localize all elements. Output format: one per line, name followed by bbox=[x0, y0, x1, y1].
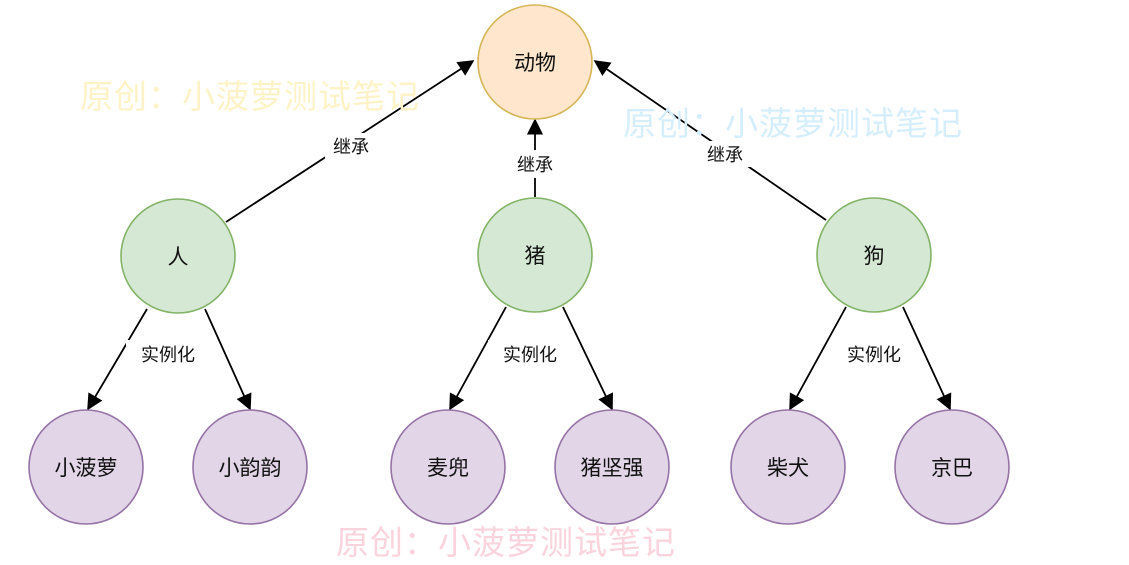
edge-label-inherit-dog: 继承 bbox=[707, 145, 743, 166]
node-xiaoyunyun: 小韵韵 bbox=[192, 409, 308, 525]
node-maidou-label: 麦兜 bbox=[427, 456, 469, 480]
node-animal: 动物 bbox=[477, 4, 593, 120]
node-pig-label: 猪 bbox=[525, 244, 546, 268]
node-dog: 狗 bbox=[816, 197, 932, 313]
edge-dog-to-animal bbox=[593, 60, 827, 221]
instantiation-edges bbox=[87, 306, 952, 411]
node-dog-label: 狗 bbox=[864, 244, 885, 268]
node-xiaoyunyun-label: 小韵韵 bbox=[219, 456, 282, 480]
inheritance-labels: 继承 继承 继承 bbox=[325, 133, 751, 178]
node-xiaoboluo: 小菠萝 bbox=[28, 409, 144, 525]
edge-label-instantiate-dog: 实例化 bbox=[847, 345, 901, 366]
node-jingba: 京巴 bbox=[894, 409, 1010, 525]
node-chaiquan-label: 柴犬 bbox=[767, 456, 809, 480]
node-pig: 猪 bbox=[477, 197, 593, 313]
node-animal-label: 动物 bbox=[514, 51, 556, 75]
node-chaiquan: 柴犬 bbox=[730, 409, 846, 525]
edge-dog-to-chaiquan bbox=[789, 306, 847, 411]
watermark-top-right: 原创：小菠萝测试笔记 bbox=[623, 104, 963, 143]
instantiation-labels: 实例化 实例化 实例化 bbox=[126, 340, 916, 368]
edge-human-to-xiaoyunyun bbox=[204, 308, 252, 411]
node-zhujianqiang: 猪坚强 bbox=[554, 409, 670, 525]
node-human: 人 bbox=[120, 198, 236, 314]
edge-dog-to-jingba bbox=[902, 306, 952, 411]
node-human-label: 人 bbox=[168, 245, 189, 269]
node-maidou: 麦兜 bbox=[390, 409, 506, 525]
node-zhujianqiang-label: 猪坚强 bbox=[581, 456, 644, 480]
edge-label-inherit-pig: 继承 bbox=[517, 155, 553, 176]
edge-pig-to-maidou bbox=[449, 306, 507, 411]
watermark-top-left: 原创：小菠萝测试笔记 bbox=[80, 77, 420, 116]
edge-pig-to-zhujianqiang bbox=[562, 306, 613, 411]
edge-label-instantiate-pig: 实例化 bbox=[503, 345, 557, 366]
node-xiaoboluo-label: 小菠萝 bbox=[55, 456, 118, 480]
edge-label-inherit-human: 继承 bbox=[333, 137, 369, 158]
edge-label-instantiate-human: 实例化 bbox=[141, 345, 195, 366]
node-jingba-label: 京巴 bbox=[931, 456, 973, 480]
watermark-bottom: 原创：小菠萝测试笔记 bbox=[336, 523, 676, 562]
edge-human-to-xiaoboluo bbox=[87, 308, 148, 411]
